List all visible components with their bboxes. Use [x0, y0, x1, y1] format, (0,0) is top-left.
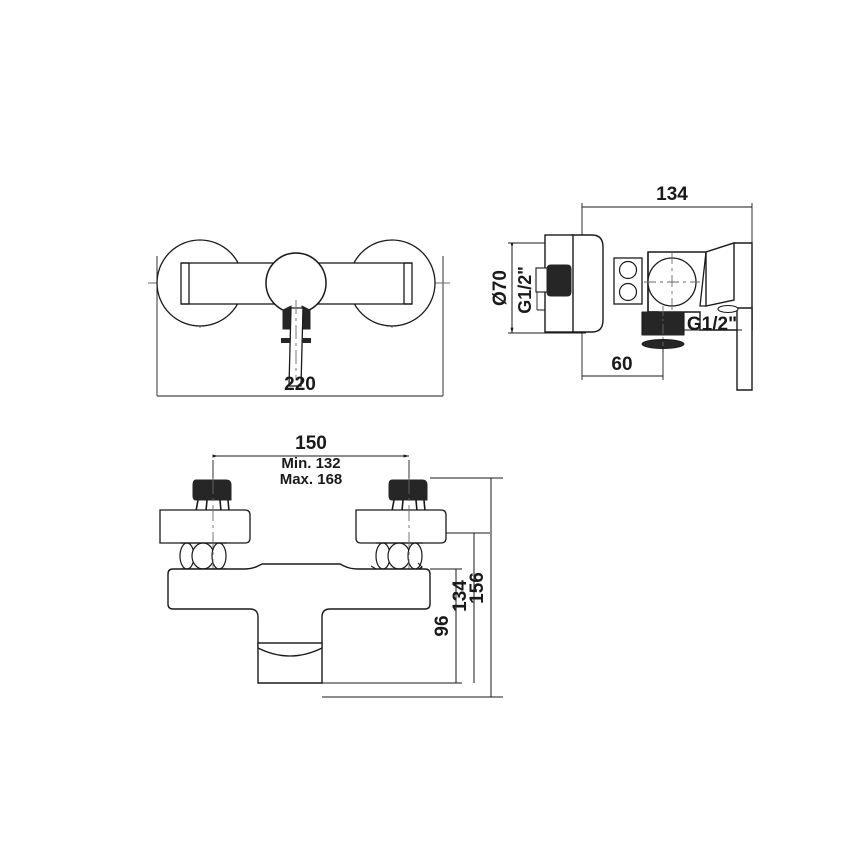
dimension-label-96: 96	[432, 615, 453, 636]
left-connector-cap	[192, 479, 232, 501]
dimension-group-134-plan: 134	[446, 532, 490, 683]
inlet-knurled-nut	[546, 264, 572, 297]
connector-bore-upper	[618, 260, 638, 280]
right-eccentric-connector	[355, 478, 447, 585]
dimension-label-diameter-70: Ø70	[490, 270, 511, 306]
dimension-label-60: 60	[611, 354, 632, 375]
right-bore-center	[387, 542, 411, 570]
dimension-group-156: 156	[322, 477, 503, 698]
side-lever-body	[705, 242, 735, 307]
dimension-group-diameter-70: Ø70	[490, 242, 586, 334]
side-lever-arm	[736, 307, 753, 391]
right-connector-legs	[391, 499, 426, 512]
front-elevation-view: 220	[148, 239, 452, 397]
right-tube-end-cap	[403, 262, 412, 305]
side-lever-collar	[717, 304, 739, 314]
left-tube-end-cap	[181, 262, 190, 305]
mixer-body-plan-outline	[167, 563, 431, 684]
outlet-thread-edges	[641, 312, 685, 335]
lever-collar-left	[281, 338, 290, 343]
left-connector-legs	[195, 499, 230, 512]
lever-handle-arm	[288, 307, 304, 387]
dimension-label-134-plan: 134	[450, 580, 471, 612]
bottom-plan-view: 150 Min. 132 Max. 168	[159, 433, 503, 698]
right-escutcheon-plate	[355, 509, 447, 544]
dimension-group-96: 96	[322, 568, 462, 684]
dimension-label-220: 220	[284, 374, 316, 395]
lever-collar-right	[302, 338, 311, 343]
note-label-max: Max. 168	[280, 471, 343, 488]
left-bore-center	[191, 542, 215, 570]
spout-aerator-cap	[257, 642, 323, 657]
dimension-label-134: 134	[656, 184, 688, 205]
dimension-group-60: 60	[582, 346, 664, 380]
left-bore-outer-2	[211, 542, 227, 570]
right-connector-cap	[388, 479, 428, 501]
dimension-group-150: 150 Min. 132 Max. 168	[212, 433, 410, 500]
side-lever-inner-edge	[699, 251, 707, 307]
left-eccentric-connector	[159, 478, 251, 580]
dimension-label-156: 156	[467, 572, 488, 604]
side-wall-escutcheon	[571, 234, 604, 333]
side-section-view: 134 Ø70 G1/2"	[490, 184, 753, 391]
thread-callout-outlet: G1/2"	[684, 314, 742, 335]
connector-bore-lower	[618, 282, 638, 302]
lever-collar-marks	[281, 338, 311, 343]
note-label-min: Min. 132	[281, 455, 340, 472]
dimension-label-150: 150	[295, 433, 327, 454]
thread-label-inlet: G1/2"	[515, 266, 535, 314]
lever-shoulder-left	[282, 305, 292, 330]
thread-label-outlet: G1/2"	[687, 314, 737, 335]
left-escutcheon-plate	[159, 509, 251, 544]
